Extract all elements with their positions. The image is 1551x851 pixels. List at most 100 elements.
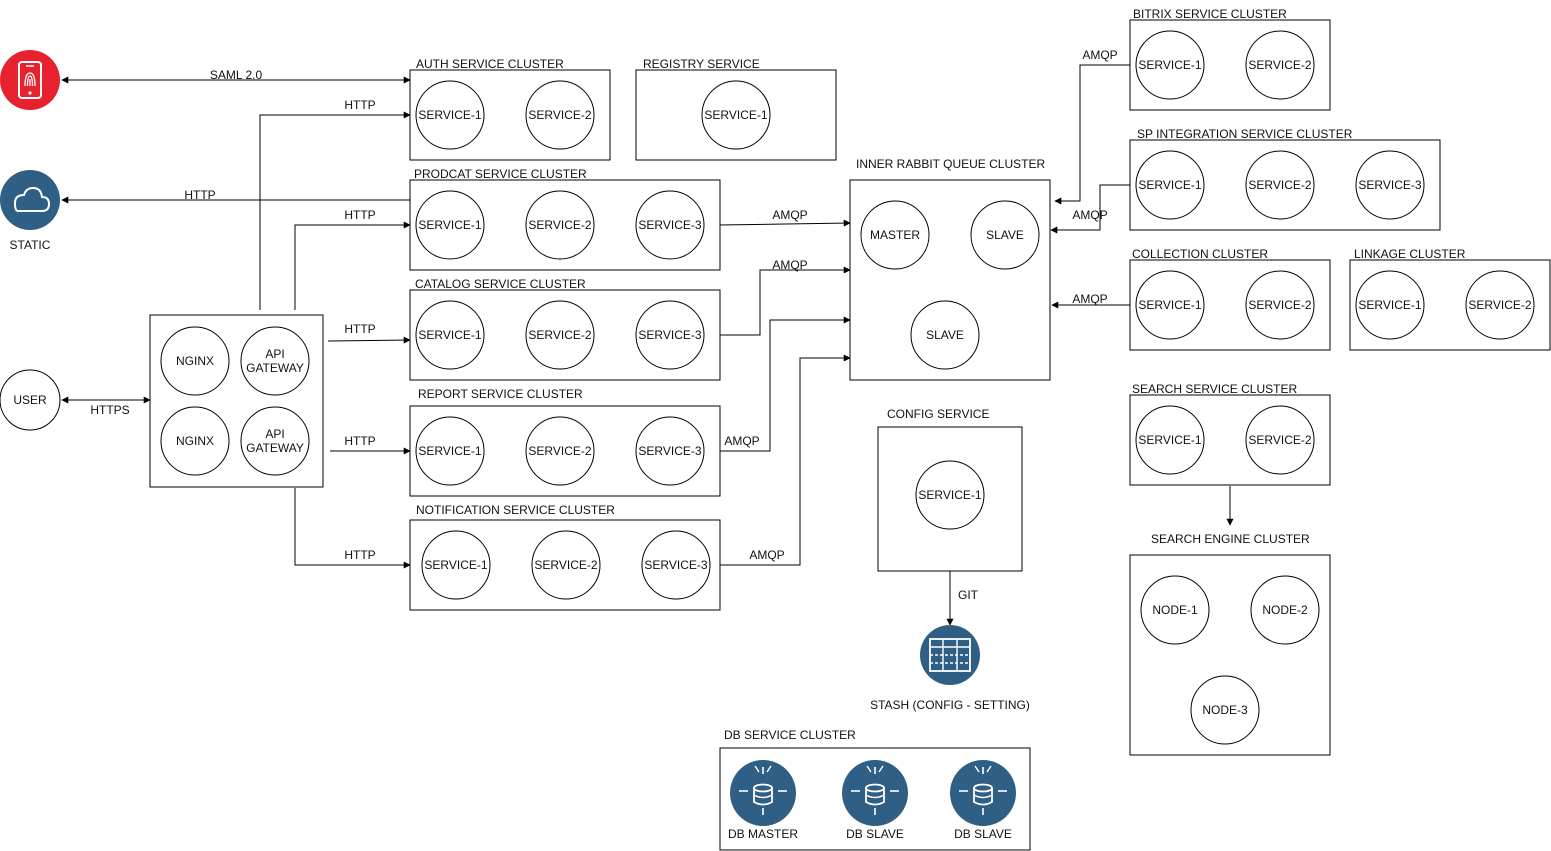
service-node: SERVICE-1 <box>415 190 485 260</box>
static-label: STATIC <box>10 238 51 252</box>
label-amqp-sp: AMQP <box>1072 208 1107 222</box>
service-node: SERVICE-1 <box>421 530 491 600</box>
edge-amqp-catalog <box>720 266 851 336</box>
auth-cluster-title: AUTH SERVICE CLUSTER <box>416 57 564 71</box>
edge-amqp-report <box>720 316 851 452</box>
sp-cluster-title: SP INTEGRATION SERVICE CLUSTER <box>1137 127 1353 141</box>
service-node: MASTER <box>860 200 930 270</box>
service-node: SERVICE-3 <box>641 530 711 600</box>
service-node-label: NODE-1 <box>1152 603 1198 617</box>
service-node: SERVICE-1 <box>415 80 485 150</box>
bitrix-cluster-title: BITRIX SERVICE CLUSTER <box>1133 7 1287 21</box>
service-node: SERVICE-3 <box>635 300 705 370</box>
service-node-label: SERVICE-2 <box>1468 298 1531 312</box>
label-http-auth: HTTP <box>344 98 375 112</box>
service-node: SERVICE-2 <box>1245 150 1315 220</box>
edge-http-catalog <box>327 336 411 344</box>
edge-amqp-sp <box>1050 184 1130 234</box>
database-icon <box>730 760 796 826</box>
edge-amqp-prodcat <box>719 219 851 227</box>
service-node: SERVICE-3 <box>1355 150 1425 220</box>
svg-text:NGINX: NGINX <box>176 434 214 448</box>
rabbit-cluster-title: INNER RABBIT QUEUE CLUSTER <box>856 157 1045 171</box>
database-node-label: DB SLAVE <box>846 827 904 841</box>
service-node-label: SERVICE-2 <box>1248 433 1311 447</box>
service-node-label: SERVICE-2 <box>1248 178 1311 192</box>
collection-cluster-title: COLLECTION CLUSTER <box>1132 247 1268 261</box>
service-node: SERVICE-2 <box>525 300 595 370</box>
service-node-label: SERVICE-1 <box>1138 178 1201 192</box>
service-node-label: SERVICE-1 <box>418 328 481 342</box>
service-node-label: SERVICE-1 <box>704 108 767 122</box>
service-node-label: SERVICE-1 <box>424 558 487 572</box>
service-node-label: SERVICE-3 <box>638 328 701 342</box>
service-node: SLAVE <box>910 300 980 370</box>
service-node-label: SERVICE-3 <box>1358 178 1421 192</box>
label-saml: SAML 2.0 <box>210 68 263 82</box>
database-node: DB MASTER <box>728 760 798 841</box>
database-node: DB SLAVE <box>950 760 1016 841</box>
edge-http-auth <box>259 111 411 310</box>
static-actor: STATIC <box>0 170 60 252</box>
service-node: SERVICE-2 <box>525 416 595 486</box>
gateway-node: NGINX <box>160 406 230 476</box>
service-node-label: SERVICE-1 <box>418 444 481 458</box>
service-node: SERVICE-1 <box>415 416 485 486</box>
db-cluster: DB SERVICE CLUSTER DB MASTER DB SLAVE DB S… <box>719 728 1031 851</box>
service-node-label: SERVICE-2 <box>1248 298 1311 312</box>
auth-cluster: AUTH SERVICE CLUSTER SERVICE-1 SERVICE-2 <box>409 57 611 161</box>
service-node: SERVICE-1 <box>915 460 985 530</box>
service-node-label: MASTER <box>870 228 920 242</box>
service-node: SERVICE-2 <box>1245 270 1315 340</box>
service-node: SERVICE-2 <box>1245 405 1315 475</box>
service-node: NODE-1 <box>1140 575 1210 645</box>
service-node-label: SERVICE-2 <box>1248 58 1311 72</box>
service-node: SERVICE-1 <box>1355 270 1425 340</box>
service-node: NODE-3 <box>1190 675 1260 745</box>
service-node-label: NODE-2 <box>1262 603 1308 617</box>
service-node-label: SLAVE <box>926 328 964 342</box>
catalog-cluster-title: CATALOG SERVICE CLUSTER <box>415 277 586 291</box>
db-cluster-title: DB SERVICE CLUSTER <box>724 728 856 742</box>
service-node-label: SERVICE-3 <box>638 218 701 232</box>
service-node-label: SERVICE-1 <box>1138 58 1201 72</box>
service-node: NODE-2 <box>1250 575 1320 645</box>
edge-http-notification <box>294 488 411 569</box>
edge-labels: SAML 2.0 HTTP HTTP HTTP HTTP HTTP HTTP H… <box>90 48 1117 602</box>
database-icon <box>950 760 1016 826</box>
label-http-notification: HTTP <box>344 548 375 562</box>
label-http-prodcat: HTTP <box>344 208 375 222</box>
service-node: SERVICE-3 <box>635 190 705 260</box>
service-node-label: SERVICE-3 <box>644 558 707 572</box>
label-http-report: HTTP <box>344 434 375 448</box>
service-node: SERVICE-1 <box>701 80 771 150</box>
sp-cluster: SP INTEGRATION SERVICE CLUSTER SERVICE-1 S… <box>1129 127 1441 231</box>
database-node-label: DB MASTER <box>728 827 798 841</box>
edge-http-prodcat <box>294 221 411 310</box>
service-node-label: SERVICE-2 <box>528 218 591 232</box>
label-http-static: HTTP <box>184 188 215 202</box>
service-node-label: SERVICE-2 <box>528 108 591 122</box>
svg-text:NGINX: NGINX <box>176 354 214 368</box>
gateway-node: NGINX <box>160 326 230 396</box>
linkage-cluster-title: LINKAGE CLUSTER <box>1354 247 1466 261</box>
service-node: SERVICE-1 <box>1135 270 1205 340</box>
label-https-user: HTTPS <box>90 403 129 417</box>
edge-amqp-notification <box>720 354 851 566</box>
bitrix-cluster: BITRIX SERVICE CLUSTER SERVICE-1 SERVICE-2 <box>1129 7 1331 111</box>
label-amqp-notification: AMQP <box>749 548 784 562</box>
service-node-label: SERVICE-1 <box>1138 433 1201 447</box>
label-amqp-report: AMQP <box>724 434 759 448</box>
